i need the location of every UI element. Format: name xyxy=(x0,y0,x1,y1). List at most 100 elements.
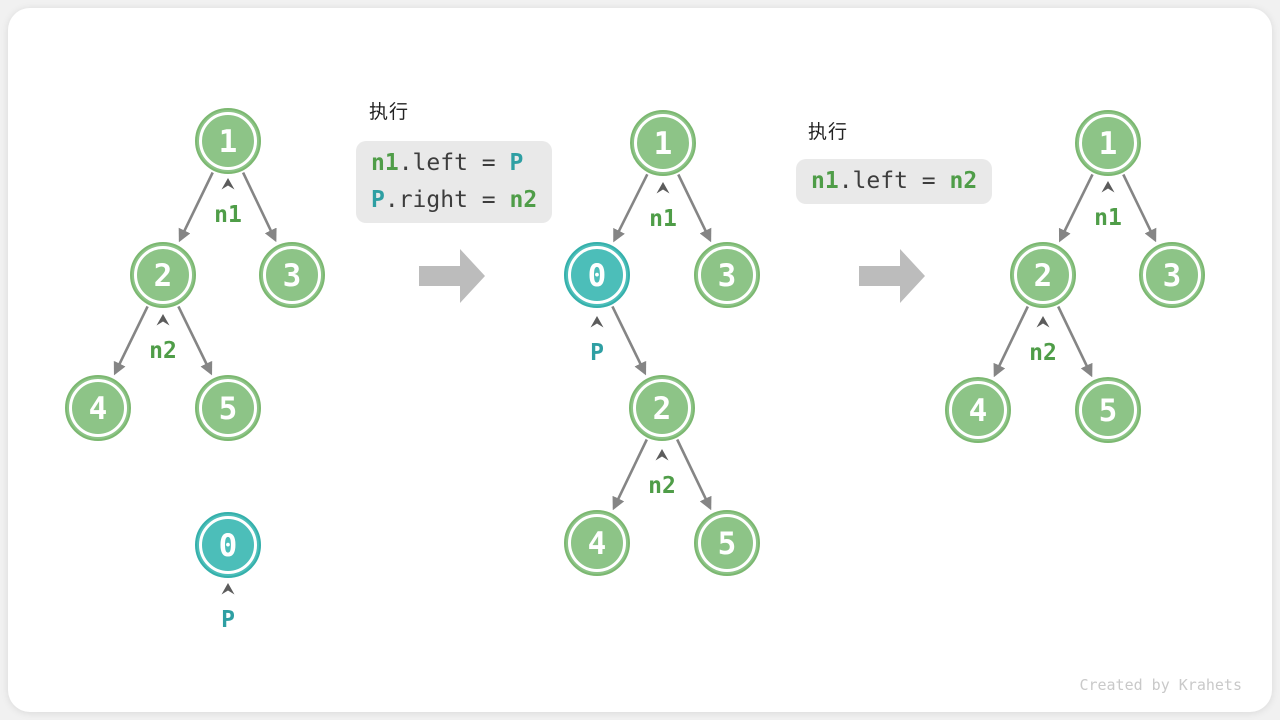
node-circle xyxy=(195,375,261,441)
tree-edge-arrow xyxy=(177,305,213,376)
code-token: .left = xyxy=(398,150,510,176)
tree-node-4: 4 xyxy=(65,375,131,441)
pointer-n1: n1 xyxy=(649,182,677,232)
node-circle xyxy=(195,512,261,578)
pointer-caret-icon xyxy=(221,178,235,190)
tree-node-1: 1 xyxy=(1075,110,1141,176)
node-circle xyxy=(630,110,696,176)
pointer-label: n1 xyxy=(649,206,677,232)
pointer-n2: n2 xyxy=(648,449,676,499)
transition-arrow-right-icon xyxy=(859,249,925,303)
code-token: P xyxy=(371,187,385,213)
exec-block-2: 执行 n1.left = n2 xyxy=(796,117,993,204)
node-circle xyxy=(694,242,760,308)
node-circle xyxy=(629,375,695,441)
pointer-caret-icon xyxy=(221,583,235,595)
pointer-caret-icon xyxy=(1101,181,1115,193)
code-token: n2 xyxy=(949,168,978,194)
node-value: 4 xyxy=(588,526,607,562)
pointer-P: P xyxy=(221,583,235,633)
tree-edge-arrow xyxy=(993,305,1029,378)
node-value: 4 xyxy=(969,393,988,429)
tree-node-5: 5 xyxy=(1075,377,1141,443)
tree-node-3: 3 xyxy=(259,242,325,308)
node-ring xyxy=(199,379,257,437)
node-ring xyxy=(698,246,756,304)
code-line: n1.left = n2 xyxy=(811,163,977,200)
node-circle xyxy=(694,510,760,576)
code-token: n1 xyxy=(811,168,839,194)
node-value: 5 xyxy=(718,526,737,562)
tree-node-2: 2 xyxy=(130,242,196,308)
pointer-caret-icon xyxy=(655,449,669,461)
node-circle xyxy=(259,242,325,308)
node-ring xyxy=(568,246,626,304)
node-value: 1 xyxy=(654,126,673,162)
tree-edge-arrow xyxy=(612,438,648,511)
node-value: 3 xyxy=(1163,258,1182,294)
tree-node-0: 0 xyxy=(195,512,261,578)
node-value: 0 xyxy=(219,528,238,564)
code-box: n1.left = n2 xyxy=(796,159,993,204)
tree-edge-arrow xyxy=(241,172,277,243)
node-ring xyxy=(634,114,692,172)
tree-edge-arrow xyxy=(611,305,647,376)
node-ring xyxy=(949,381,1007,439)
tree-after: 1 2 3 4 5 n1 n2 xyxy=(945,110,1205,443)
pointer-P: P xyxy=(590,316,604,366)
pointer-caret-icon xyxy=(156,314,170,326)
node-circle xyxy=(195,108,261,174)
tree-edge-arrow xyxy=(113,305,149,376)
exec-header-label: 执行 xyxy=(369,102,410,123)
node-circle xyxy=(1010,242,1076,308)
node-circle xyxy=(564,242,630,308)
node-ring xyxy=(698,514,756,572)
code-line: P.right = n2 xyxy=(371,182,537,219)
pointer-caret-icon xyxy=(1036,316,1050,328)
node-circle xyxy=(65,375,131,441)
node-ring xyxy=(568,514,626,572)
tree-node-3: 3 xyxy=(1139,242,1205,308)
tree-node-4: 4 xyxy=(945,377,1011,443)
tree-node-0: 0 xyxy=(564,242,630,308)
pointer-label: n2 xyxy=(149,338,177,364)
node-circle xyxy=(1075,377,1141,443)
tree-edge-arrow xyxy=(613,173,649,243)
node-ring xyxy=(1014,246,1072,304)
tree-node-4: 4 xyxy=(564,510,630,576)
tree-edge-arrow xyxy=(1058,173,1094,243)
node-ring xyxy=(1079,381,1137,439)
tree-node-5: 5 xyxy=(195,375,261,441)
pointer-n2: n2 xyxy=(1029,316,1057,366)
credit-text: Created by Krahets xyxy=(1079,676,1242,694)
code-token: .right = xyxy=(384,187,510,213)
node-value: 0 xyxy=(588,258,607,294)
pointer-label: n1 xyxy=(1094,205,1122,231)
node-value: 5 xyxy=(219,391,238,427)
pointer-caret-icon xyxy=(590,316,604,328)
tree-node-1: 1 xyxy=(195,108,261,174)
code-token: n2 xyxy=(509,187,538,213)
node-value: 4 xyxy=(89,391,108,427)
node-circle xyxy=(130,242,196,308)
node-ring xyxy=(633,379,691,437)
node-circle xyxy=(1075,110,1141,176)
code-token: n1 xyxy=(371,150,399,176)
pointer-label: n1 xyxy=(214,202,242,228)
node-value: 1 xyxy=(219,124,238,160)
tree-edge-arrow xyxy=(178,171,214,243)
node-value: 2 xyxy=(154,258,173,294)
pointer-n1: n1 xyxy=(1094,181,1122,231)
node-value: 3 xyxy=(283,258,302,294)
tree-node-2: 2 xyxy=(1010,242,1076,308)
node-ring xyxy=(1143,246,1201,304)
tree-edge-arrow xyxy=(1057,305,1093,378)
code-line: n1.left = P xyxy=(371,145,537,182)
code-token: P xyxy=(509,150,524,176)
pointer-caret-icon xyxy=(656,182,670,194)
pointer-label: P xyxy=(221,607,235,633)
tree-edge-arrow xyxy=(677,173,712,243)
node-circle xyxy=(564,510,630,576)
